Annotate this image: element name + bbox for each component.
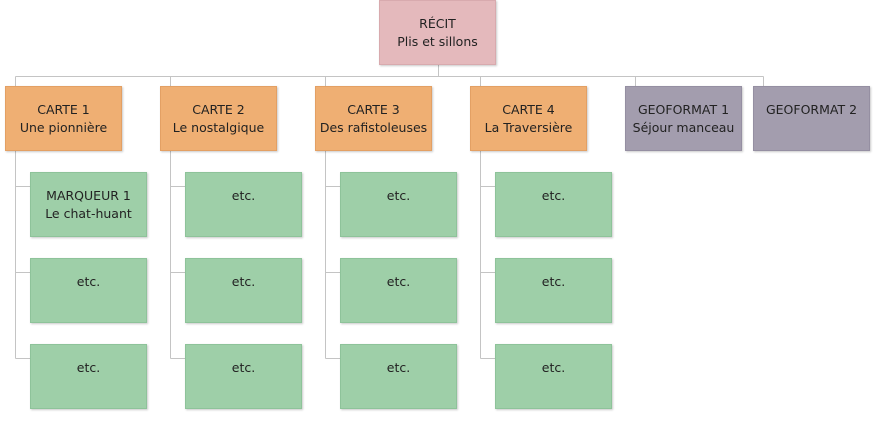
root-title: RÉCIT (419, 16, 456, 31)
child-title: etc. (386, 360, 411, 375)
card-title: CARTE 3 (347, 102, 400, 117)
child-node-2-2[interactable]: etc. (185, 258, 302, 323)
child-title: etc. (231, 188, 256, 203)
child-node-3-3[interactable]: etc. (340, 344, 457, 409)
root-subtitle: Plis et sillons (397, 34, 478, 49)
card-title: CARTE 4 (502, 102, 555, 117)
child-node-4-2[interactable]: etc. (495, 258, 612, 323)
child-node-1-1[interactable]: MARQUEUR 1 Le chat-huant (30, 172, 147, 237)
child-title: etc. (541, 274, 566, 289)
child-title: etc. (541, 360, 566, 375)
child-node-4-1[interactable]: etc. (495, 172, 612, 237)
card-title: CARTE 2 (192, 102, 245, 117)
root-node-recit[interactable]: RÉCIT Plis et sillons (379, 0, 496, 65)
child-node-3-2[interactable]: etc. (340, 258, 457, 323)
card-subtitle: Le nostalgique (172, 120, 265, 135)
card-subtitle: Des rafistoleuses (319, 120, 428, 135)
child-title: etc. (541, 188, 566, 203)
child-title: etc. (76, 360, 101, 375)
child-title: etc. (386, 274, 411, 289)
card-subtitle: La Traversière (484, 120, 573, 135)
card-title: CARTE 1 (37, 102, 90, 117)
geoformat-node-2[interactable]: GEOFORMAT 2 (753, 86, 870, 151)
child-node-1-2[interactable]: etc. (30, 258, 147, 323)
child-title: etc. (76, 274, 101, 289)
child-node-4-3[interactable]: etc. (495, 344, 612, 409)
card-node-2[interactable]: CARTE 2 Le nostalgique (160, 86, 277, 151)
child-subtitle: Le chat-huant (45, 206, 132, 221)
card-subtitle: Une pionnière (19, 120, 108, 135)
child-title: etc. (231, 274, 256, 289)
geoformat-subtitle: Séjour manceau (632, 120, 735, 135)
child-node-2-3[interactable]: etc. (185, 344, 302, 409)
child-node-3-1[interactable]: etc. (340, 172, 457, 237)
card-node-4[interactable]: CARTE 4 La Traversière (470, 86, 587, 151)
child-node-1-3[interactable]: etc. (30, 344, 147, 409)
child-node-2-1[interactable]: etc. (185, 172, 302, 237)
child-title: MARQUEUR 1 (46, 188, 131, 203)
card-node-3[interactable]: CARTE 3 Des rafistoleuses (315, 86, 432, 151)
geoformat-title: GEOFORMAT 2 (765, 102, 858, 117)
child-title: etc. (231, 360, 256, 375)
geoformat-title: GEOFORMAT 1 (637, 102, 730, 117)
card-node-1[interactable]: CARTE 1 Une pionnière (5, 86, 122, 151)
child-title: etc. (386, 188, 411, 203)
geoformat-node-1[interactable]: GEOFORMAT 1 Séjour manceau (625, 86, 742, 151)
